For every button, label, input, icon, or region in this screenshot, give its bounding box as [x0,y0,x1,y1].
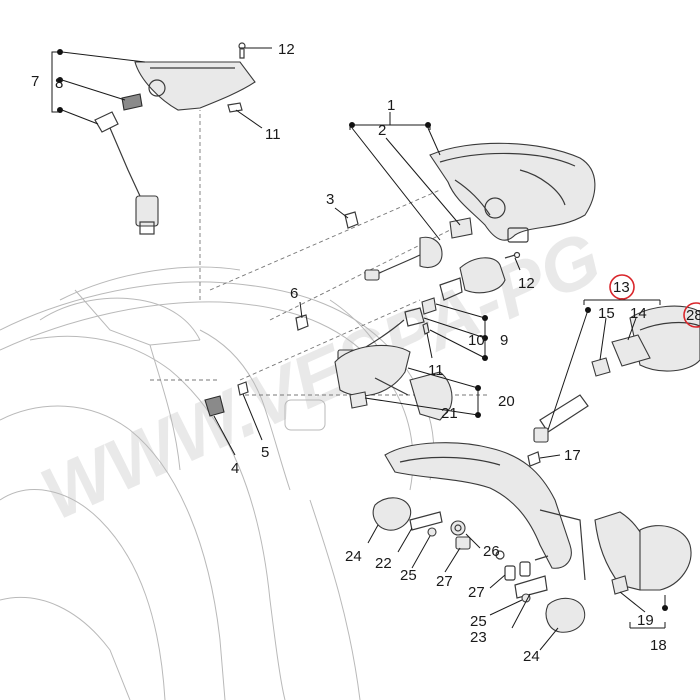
callout-4: 4 [231,460,239,477]
reflector-bracket [204,381,249,417]
socket-wire [539,394,589,433]
grommet-27b [504,565,516,581]
callout-28: 28 [686,307,700,324]
tail-bulb [449,217,473,239]
marker-bulb [121,93,143,111]
bracket-23 [514,575,548,599]
bulb-socket [419,236,443,269]
clip-11-top [227,102,243,113]
scooter-rear-body-outline [0,266,435,700]
callout-3: 3 [326,191,334,208]
bracket-22 [409,511,443,531]
turn-signal-right [594,511,692,595]
highlight-28 [683,302,700,328]
highlight-13 [609,274,635,300]
reflectors [372,497,586,633]
turn-signal-left [334,344,453,421]
part-4 [204,395,225,417]
callout-12-top: 12 [278,41,295,58]
callout-11-top: 11 [265,126,281,143]
callout-23: 23 [470,629,487,646]
license-light-housing [527,305,700,467]
side-marker-assembly [94,42,256,235]
clip-6 [295,314,309,331]
highlight-circles [609,274,700,328]
reflector-24-bottom [545,597,586,633]
callout-leaders [51,47,668,651]
callout-21: 21 [441,405,458,422]
socket-9 [404,307,425,327]
callout-5: 5 [261,444,269,461]
marker-socket [94,111,119,133]
callout-25-top: 25 [400,567,417,584]
callout-2: 2 [378,122,386,139]
marker-connector [135,195,159,227]
reflector-24-top [372,497,412,531]
callout-26: 26 [483,543,500,560]
callout-1: 1 [387,97,395,114]
callout-11-mid: 11 [428,362,444,379]
callout-15: 15 [598,305,615,322]
callout-18: 18 [650,637,667,654]
callout-17: 17 [564,447,581,464]
clip-17 [527,451,541,467]
callout-9: 9 [500,332,508,349]
bulb-19 [611,575,629,595]
callout-10: 10 [468,332,485,349]
screw-12-top [239,47,245,59]
bulb-15 [591,357,611,377]
callout-19: 19 [637,612,654,629]
mounting-hardware [409,511,549,603]
rear-mudguard-bracket [384,442,586,581]
part-5 [237,381,249,396]
tail-light-assembly [344,142,596,281]
callout-6: 6 [290,285,298,302]
callout-numbers: 1 2 3 4 5 6 7 8 9 10 11 11 12 12 13 14 1… [31,41,700,665]
callout-12-mid: 12 [518,275,535,292]
callout-7: 7 [31,73,39,90]
washer-26 [450,520,466,536]
callout-24-left: 24 [345,548,362,565]
callout-20: 20 [498,393,515,410]
callout-22: 22 [375,555,392,572]
callout-25-bottom: 25 [470,613,487,630]
callout-8: 8 [55,75,63,92]
grommet-27a [455,536,471,550]
bulb-10 [421,297,437,315]
callout-14: 14 [630,305,647,322]
callout-27-bottom: 27 [468,584,485,601]
clip-11-mid [422,322,430,335]
callout-24-bottom: 24 [523,648,540,665]
nut-25a [427,527,437,537]
callout-13: 13 [613,279,630,296]
callout-27-top: 27 [436,573,453,590]
clip-3 [344,211,359,229]
